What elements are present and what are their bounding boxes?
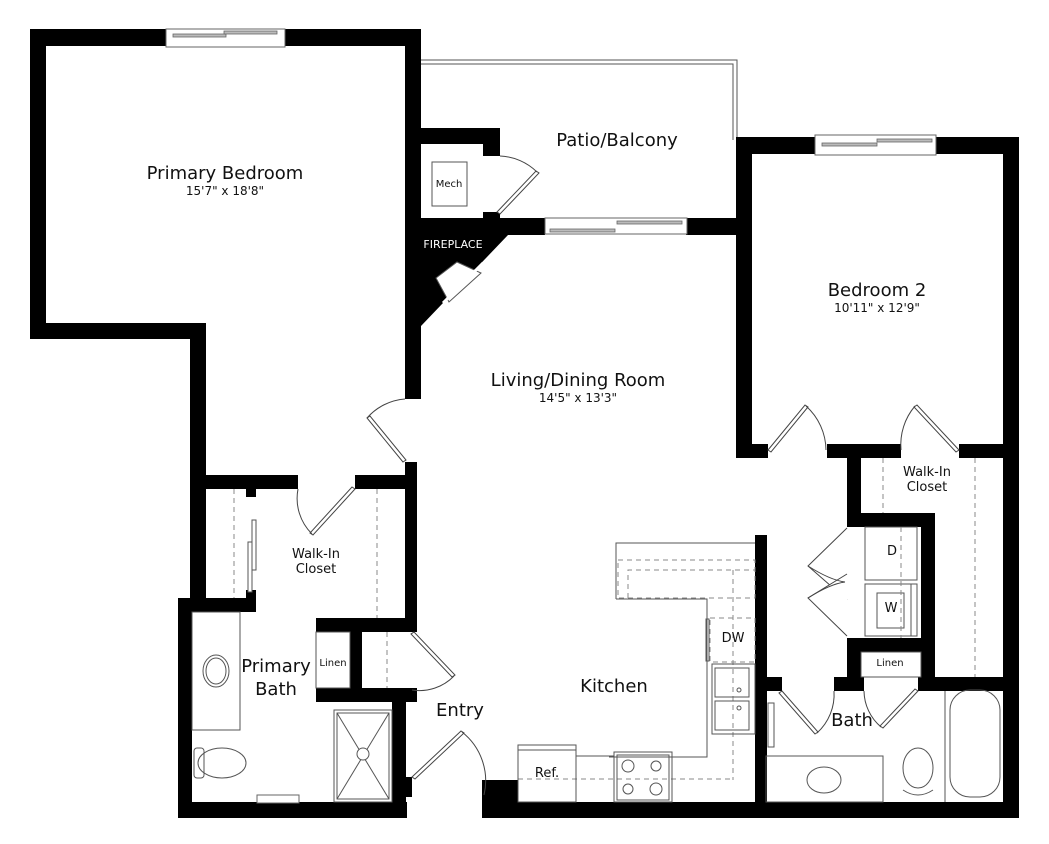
washer-label: W [884, 601, 898, 616]
shower [333, 709, 393, 803]
bathtub [949, 689, 1001, 798]
linen-hall-door [863, 688, 919, 729]
dryer [864, 526, 918, 581]
refrigerator-label: Ref. [534, 766, 560, 781]
washer [864, 583, 918, 637]
living-dining-label: Living/Dining Room 14'5" x 13'3" [490, 370, 666, 405]
dishwasher-label: DW [721, 631, 745, 646]
mech-label: Mech [435, 179, 463, 190]
entry-label: Entry [436, 700, 484, 721]
patio-railing [420, 59, 738, 140]
label-line: Walk-In [292, 547, 340, 562]
dryer-label: D [886, 544, 898, 559]
walls [30, 29, 1019, 818]
room-name: Primary Bedroom [146, 163, 304, 184]
bedroom-door [366, 398, 407, 463]
primary-bath-window [256, 794, 300, 804]
primary-closet-door [296, 486, 356, 536]
primary-bedroom-label: Primary Bedroom 15'7" x 18'8" [146, 163, 304, 198]
kitchen-label: Kitchen [580, 676, 648, 697]
stove [613, 751, 673, 803]
fireplace-label: FIREPLACE [423, 238, 483, 251]
primary-bedroom-window [165, 28, 286, 48]
patio-sliding-door [544, 217, 688, 235]
bath-door [778, 690, 835, 735]
kitchen-sink [711, 663, 756, 735]
room-dimensions: 10'11" x 12'9" [834, 300, 920, 315]
primary-bath-label: Primary Bath [241, 656, 311, 701]
label-line: Closet [295, 561, 337, 577]
label-line: Primary [241, 656, 311, 677]
bedroom2-label: Bedroom 2 10'11" x 12'9" [827, 280, 927, 315]
label-line: Bath [255, 678, 297, 700]
bath-label: Bath [831, 710, 873, 731]
patio-label: Patio/Balcony [556, 130, 678, 151]
laundry-bifold-doors [807, 527, 848, 637]
bedroom2-closet-label: Walk-In Closet [903, 465, 951, 496]
fireplace-unit [435, 261, 485, 305]
mech-door [496, 155, 540, 215]
primary-closet-label: Walk-In Closet [292, 547, 340, 578]
bath-vanity [765, 755, 884, 803]
refrigerator [517, 744, 577, 803]
linen-door [410, 631, 456, 692]
room-dimensions: 15'7" x 18'8" [185, 183, 265, 198]
bedroom2-door [767, 404, 827, 453]
room-dimensions: 14'5" x 13'3" [538, 390, 618, 405]
entry-door [411, 730, 487, 796]
mech-unit [431, 161, 468, 207]
label-line: Closet [906, 479, 948, 495]
room-name: Bedroom 2 [827, 280, 927, 301]
bath-toilet [902, 747, 934, 796]
room-name: Living/Dining Room [490, 370, 666, 391]
kitchen-cabinets [518, 542, 756, 780]
linen-primary-label: Linen [319, 658, 347, 669]
linen-hall-label: Linen [876, 658, 904, 669]
bedroom2-closet-door [900, 404, 960, 453]
label-line: Walk-In [903, 465, 951, 480]
bedroom2-window [814, 134, 937, 156]
primary-toilet [193, 747, 247, 779]
